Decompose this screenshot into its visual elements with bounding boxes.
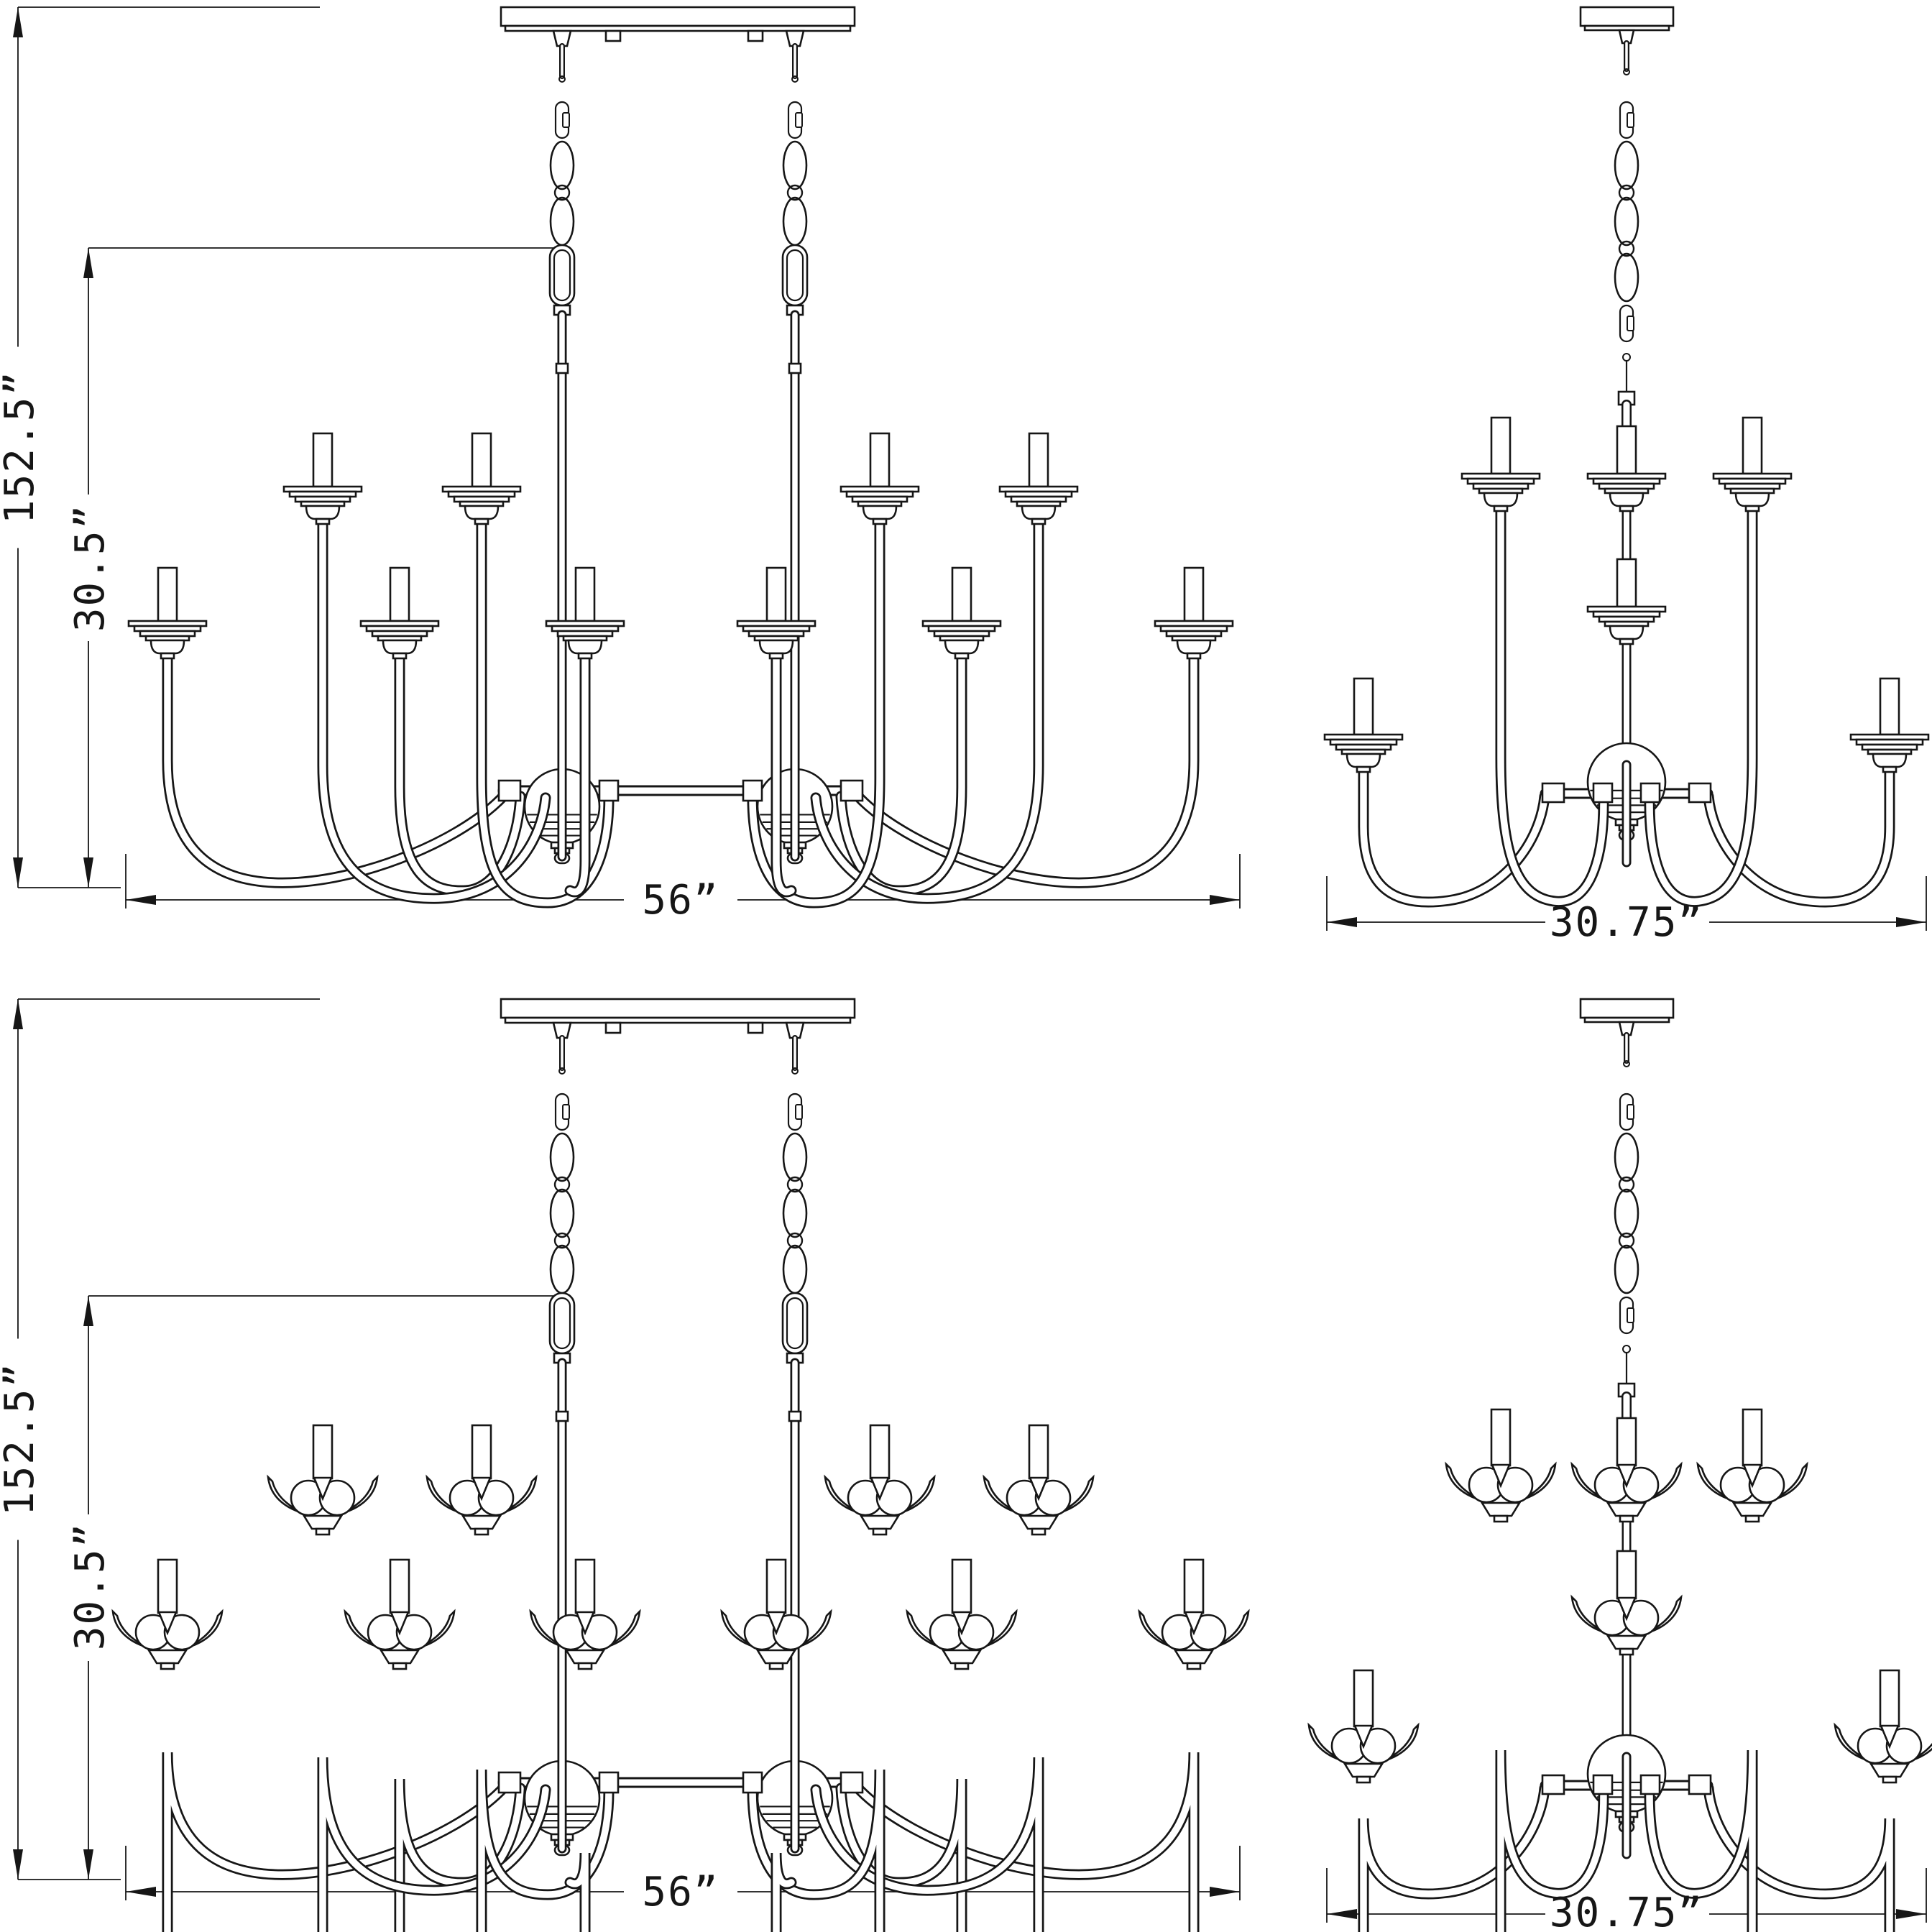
small-chandelier-drawing-petal: [1307, 998, 1932, 1932]
width-dimension-label: 30.75”: [1550, 1890, 1703, 1932]
width-dimension-label: 56”: [642, 877, 719, 924]
diagram-small-chandelier-tiered: 30.75”: [1323, 6, 1930, 946]
overall-height-dimension-label: 152.5”: [0, 370, 43, 524]
width-dimension-label: 56”: [642, 1869, 719, 1915]
diagram-large-linear-chandelier-petal: 152.5” 30.5” 56”: [0, 998, 1250, 1932]
small-chandelier-drawing-tiered: [1323, 6, 1930, 931]
width-dimension-label: 30.75”: [1550, 899, 1703, 946]
large-chandelier-drawing-tiered: [13, 6, 1241, 908]
diagram-small-chandelier-petal: 30.75”: [1307, 998, 1932, 1932]
overall-height-dimension-label: 152.5”: [0, 1362, 43, 1516]
large-chandelier-drawing-petal: [13, 998, 1250, 1932]
body-height-dimension-label: 30.5”: [67, 1522, 114, 1651]
body-height-dimension-label: 30.5”: [67, 504, 114, 632]
diagram-large-linear-chandelier-tiered: 152.5” 30.5” 56”: [0, 6, 1241, 924]
